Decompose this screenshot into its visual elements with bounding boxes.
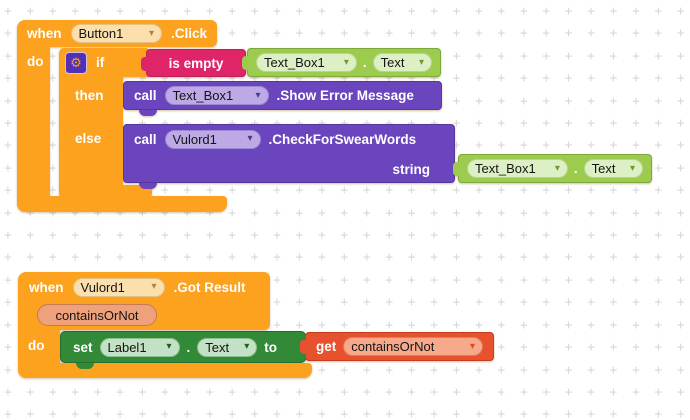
if-block[interactable]: ⚙ if xyxy=(59,48,148,77)
else-keyword: else xyxy=(75,131,102,146)
if-keyword: if xyxy=(96,55,105,70)
component-dropdown[interactable]: Text_Box1 ▾ xyxy=(164,86,269,105)
property-dropdown-value: Text xyxy=(380,55,405,70)
method-name: .Show Error Message xyxy=(276,88,414,103)
property-dropdown[interactable]: Text ▾ xyxy=(197,337,258,357)
if-bottom-bar xyxy=(59,185,152,199)
property-dropdown-value: Text xyxy=(591,161,616,176)
event-bottom-bar xyxy=(17,196,227,212)
component-dropdown[interactable]: Vulord1 ▾ xyxy=(164,129,261,149)
plug-tab xyxy=(141,57,149,71)
method-name: .CheckForSwearWords xyxy=(268,131,417,147)
call-show-error-message-block[interactable]: call Text_Box1 ▾ .Show Error Message xyxy=(123,81,442,110)
event-name: .Click xyxy=(170,26,207,41)
component-dropdown-value: Text_Box1 xyxy=(475,161,536,176)
event-name: .Got Result xyxy=(173,279,246,295)
call-keyword: call xyxy=(134,131,157,147)
variable-dropdown[interactable]: containsOrNot ▾ xyxy=(343,337,483,356)
event-param-name: containsOrNot xyxy=(55,307,139,323)
is-empty-block[interactable]: is empty xyxy=(141,49,246,77)
when-keyword: when xyxy=(27,26,62,41)
event-header[interactable]: when Button1 ▾ .Click xyxy=(17,20,217,47)
component-dropdown-value: Vulord1 xyxy=(172,131,217,147)
dropdown-caret-icon: ▾ xyxy=(418,56,424,68)
statement-bump xyxy=(76,363,94,369)
do-keyword: do xyxy=(27,54,44,69)
event-param-badge[interactable]: containsOrNot xyxy=(37,304,157,326)
component-dropdown-value: Text_Box1 xyxy=(172,88,234,103)
dropdown-caret-icon: ▾ xyxy=(151,281,157,292)
do-keyword: do xyxy=(28,338,45,353)
dot-separator: . xyxy=(186,339,191,355)
when-keyword: when xyxy=(29,279,64,295)
mutator-gear-icon[interactable]: ⚙ xyxy=(65,51,87,74)
component-dropdown-value: Label1 xyxy=(107,339,147,355)
gear-glyph: ⚙ xyxy=(70,55,82,70)
plug-tab xyxy=(242,56,250,70)
get-keyword: get xyxy=(316,339,337,354)
dropdown-caret-icon: ▾ xyxy=(629,162,635,174)
dropdown-caret-icon: ▾ xyxy=(469,340,475,352)
statement-bump xyxy=(74,198,92,204)
component-dropdown[interactable]: Vulord1 ▾ xyxy=(72,277,165,297)
component-dropdown[interactable]: Text_Box1 ▾ xyxy=(256,53,357,72)
component-dropdown-value: Button1 xyxy=(78,26,124,41)
set-keyword: set xyxy=(73,339,93,355)
to-keyword: to xyxy=(264,339,278,355)
dropdown-caret-icon: ▾ xyxy=(343,56,349,68)
event-left-spine xyxy=(18,330,60,363)
if-left-column xyxy=(59,77,123,187)
is-empty-label: is empty xyxy=(168,55,224,71)
event-header[interactable]: when Vulord1 ▾ .Got Result xyxy=(18,272,270,302)
call-check-for-swear-words-block[interactable]: call Vulord1 ▾ .CheckForSwearWords strin… xyxy=(123,124,455,183)
event-bottom-bar xyxy=(18,363,312,378)
event-left-spine xyxy=(17,47,50,196)
dropdown-caret-icon: ▾ xyxy=(148,27,154,39)
plug-tab xyxy=(300,340,308,354)
textbox1-text-getter-block[interactable]: Text_Box1 ▾ . Text ▾ xyxy=(242,48,441,77)
statement-bump xyxy=(139,183,157,189)
then-keyword: then xyxy=(75,88,104,103)
statement-bump xyxy=(139,110,157,116)
property-dropdown-value: Text xyxy=(205,339,230,355)
property-dropdown[interactable]: Text ▾ xyxy=(372,53,432,72)
dropdown-caret-icon: ▾ xyxy=(554,162,560,174)
dot-separator: . xyxy=(362,55,367,70)
component-dropdown-value: Vulord1 xyxy=(80,279,125,295)
plug-tab xyxy=(453,162,461,176)
component-dropdown[interactable]: Text_Box1 ▾ xyxy=(467,159,568,178)
dropdown-caret-icon: ▾ xyxy=(255,89,261,101)
dot-separator: . xyxy=(573,161,578,176)
component-dropdown-value: Text_Box1 xyxy=(264,55,325,70)
call-keyword: call xyxy=(134,88,157,103)
property-dropdown[interactable]: Text ▾ xyxy=(583,159,643,178)
component-dropdown[interactable]: Button1 ▾ xyxy=(70,24,162,43)
dropdown-caret-icon: ▾ xyxy=(247,133,253,144)
textbox1-text-getter-block[interactable]: Text_Box1 ▾ . Text ▾ xyxy=(453,154,652,183)
variable-dropdown-value: containsOrNot xyxy=(351,339,435,354)
dropdown-caret-icon: ▾ xyxy=(244,341,250,352)
dropdown-caret-icon: ▾ xyxy=(166,341,172,352)
string-param-label: string xyxy=(392,162,430,177)
get-contains-or-not-block[interactable]: get containsOrNot ▾ xyxy=(300,332,494,361)
component-dropdown[interactable]: Label1 ▾ xyxy=(99,337,180,357)
set-label1-text-block[interactable]: set Label1 ▾ . Text ▾ to xyxy=(60,331,306,363)
